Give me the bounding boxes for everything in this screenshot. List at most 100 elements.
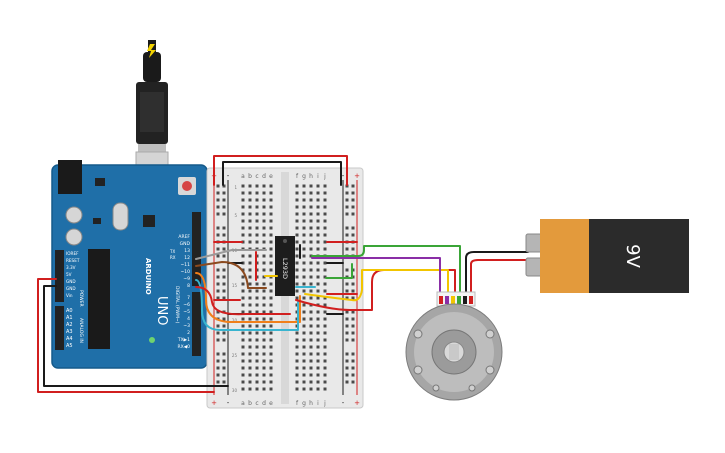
breadboard-hole[interactable]	[241, 331, 245, 335]
rail-hole[interactable]	[345, 359, 349, 363]
breadboard-hole[interactable]	[295, 205, 299, 209]
rail-hole[interactable]	[222, 205, 226, 209]
breadboard-hole[interactable]	[255, 226, 259, 230]
breadboard-hole[interactable]	[241, 310, 245, 314]
breadboard-hole[interactable]	[316, 261, 320, 265]
rail-hole[interactable]	[345, 317, 349, 321]
breadboard-hole[interactable]	[248, 387, 252, 391]
breadboard-hole[interactable]	[309, 212, 313, 216]
rail-hole[interactable]	[351, 226, 355, 230]
breadboard-hole[interactable]	[248, 289, 252, 293]
breadboard-hole[interactable]	[295, 338, 299, 342]
breadboard-hole[interactable]	[241, 366, 245, 370]
breadboard-hole[interactable]	[302, 387, 306, 391]
breadboard-hole[interactable]	[241, 352, 245, 356]
breadboard-hole[interactable]	[241, 184, 245, 188]
breadboard-hole[interactable]	[295, 247, 299, 251]
breadboard-hole[interactable]	[323, 338, 327, 342]
breadboard-hole[interactable]	[295, 261, 299, 265]
breadboard-hole[interactable]	[241, 289, 245, 293]
rail-hole[interactable]	[222, 373, 226, 377]
breadboard-hole[interactable]	[309, 240, 313, 244]
breadboard-hole[interactable]	[316, 282, 320, 286]
breadboard-hole[interactable]	[323, 331, 327, 335]
breadboard-hole[interactable]	[316, 233, 320, 237]
breadboard-hole[interactable]	[269, 282, 273, 286]
breadboard-hole[interactable]	[295, 387, 299, 391]
breadboard-hole[interactable]	[241, 254, 245, 258]
breadboard-hole[interactable]	[295, 352, 299, 356]
breadboard-hole[interactable]	[269, 226, 273, 230]
breadboard-hole[interactable]	[269, 387, 273, 391]
breadboard-hole[interactable]	[255, 373, 259, 377]
breadboard-hole[interactable]	[302, 198, 306, 202]
rail-hole[interactable]	[351, 233, 355, 237]
breadboard-hole[interactable]	[316, 296, 320, 300]
breadboard-hole[interactable]	[323, 380, 327, 384]
rail-hole[interactable]	[345, 296, 349, 300]
breadboard-hole[interactable]	[323, 226, 327, 230]
breadboard-hole[interactable]	[241, 345, 245, 349]
rail-hole[interactable]	[345, 352, 349, 356]
wire-red-5v[interactable]	[37, 278, 215, 393]
breadboard-hole[interactable]	[302, 296, 306, 300]
breadboard-hole[interactable]	[302, 268, 306, 272]
breadboard-hole[interactable]	[309, 282, 313, 286]
breadboard-hole[interactable]	[302, 359, 306, 363]
breadboard-hole[interactable]	[255, 212, 259, 216]
breadboard-hole[interactable]	[248, 303, 252, 307]
breadboard-hole[interactable]	[241, 373, 245, 377]
breadboard-hole[interactable]	[255, 205, 259, 209]
breadboard-hole[interactable]	[269, 331, 273, 335]
breadboard-hole[interactable]	[323, 289, 327, 293]
breadboard-hole[interactable]	[262, 184, 266, 188]
rail-hole[interactable]	[222, 352, 226, 356]
breadboard-hole[interactable]	[255, 338, 259, 342]
breadboard-hole[interactable]	[323, 310, 327, 314]
breadboard-hole[interactable]	[269, 219, 273, 223]
breadboard-hole[interactable]	[323, 352, 327, 356]
breadboard-hole[interactable]	[316, 198, 320, 202]
breadboard-hole[interactable]	[302, 303, 306, 307]
rail-hole[interactable]	[222, 226, 226, 230]
breadboard-hole[interactable]	[262, 205, 266, 209]
breadboard-hole[interactable]	[269, 247, 273, 251]
breadboard-hole[interactable]	[262, 380, 266, 384]
breadboard-hole[interactable]	[316, 268, 320, 272]
breadboard-hole[interactable]	[262, 282, 266, 286]
breadboard-hole[interactable]	[269, 359, 273, 363]
breadboard-hole[interactable]	[262, 338, 266, 342]
breadboard-hole[interactable]	[248, 296, 252, 300]
arduino-board[interactable]: IOREF RESET 3.3V 5V GND GND Vin POWER A0…	[51, 160, 208, 369]
rail-hole[interactable]	[216, 359, 220, 363]
breadboard-hole[interactable]	[255, 366, 259, 370]
breadboard-hole[interactable]	[295, 184, 299, 188]
breadboard-hole[interactable]	[302, 226, 306, 230]
breadboard-hole[interactable]	[255, 317, 259, 321]
breadboard-hole[interactable]	[323, 240, 327, 244]
rail-hole[interactable]	[216, 366, 220, 370]
breadboard-hole[interactable]	[323, 275, 327, 279]
breadboard-hole[interactable]	[269, 289, 273, 293]
wire-yellow-motor[interactable]	[304, 269, 449, 302]
rail-hole[interactable]	[222, 359, 226, 363]
rail-hole[interactable]	[351, 331, 355, 335]
breadboard-hole[interactable]	[323, 345, 327, 349]
wire-brown-pin11[interactable]	[195, 261, 267, 289]
breadboard-hole[interactable]	[248, 198, 252, 202]
rail-hole[interactable]	[351, 212, 355, 216]
breadboard-hole[interactable]	[309, 226, 313, 230]
breadboard-hole[interactable]	[302, 275, 306, 279]
rail-hole[interactable]	[216, 380, 220, 384]
breadboard-hole[interactable]	[302, 205, 306, 209]
breadboard-hole[interactable]	[269, 205, 273, 209]
breadboard-hole[interactable]	[309, 324, 313, 328]
breadboard-hole[interactable]	[316, 317, 320, 321]
rail-hole[interactable]	[216, 212, 220, 216]
breadboard-hole[interactable]	[248, 282, 252, 286]
breadboard-hole[interactable]	[262, 296, 266, 300]
breadboard-hole[interactable]	[323, 359, 327, 363]
rail-hole[interactable]	[345, 191, 349, 195]
breadboard-hole[interactable]	[241, 324, 245, 328]
breadboard-hole[interactable]	[262, 275, 266, 279]
